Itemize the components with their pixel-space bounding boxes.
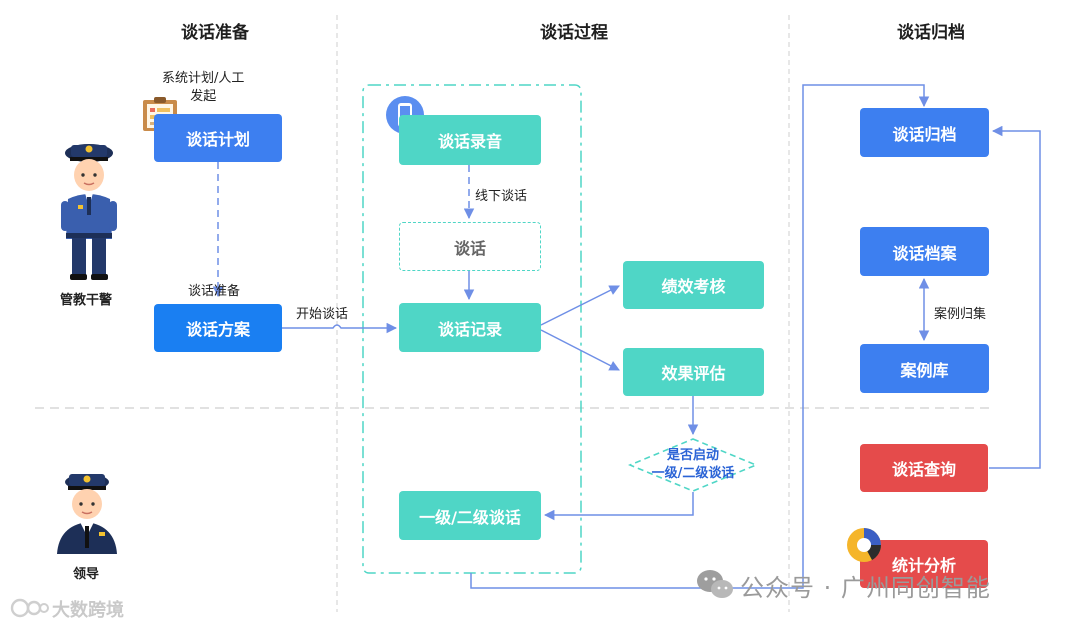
talk-recording-box[interactable]: 谈话录音 [399, 115, 541, 165]
role-leader-label: 领导 [73, 567, 100, 582]
decision-diamond [628, 438, 758, 492]
talk-box[interactable]: 谈话 [399, 222, 541, 271]
brand-logo-icon [10, 598, 49, 618]
level-talk-box[interactable]: 一级/二级谈话 [399, 491, 541, 540]
wechat-icon [697, 570, 733, 598]
leader-icon [57, 474, 117, 554]
officer-icon [61, 144, 117, 280]
offline-talk-label: 线下谈话 [475, 189, 528, 204]
talk-scheme-box[interactable]: 谈话方案 [154, 304, 282, 352]
watermark-left: 大数跨境 [52, 600, 124, 621]
prep-label: 谈话准备 [188, 284, 241, 299]
talk-archive-box[interactable]: 谈话归档 [860, 108, 989, 157]
statistics-analysis-box[interactable]: 统计分析 [860, 540, 988, 588]
talk-plan-box[interactable]: 谈话计划 [154, 114, 282, 162]
performance-review-box[interactable]: 绩效考核 [623, 261, 764, 309]
talk-record-box[interactable]: 谈话记录 [399, 303, 541, 352]
column-title-prep: 谈话准备 [181, 23, 249, 43]
plan-source-note: 系统计划/人工 发起 [162, 71, 245, 104]
watermark-right: 公众号 · 广州同创智能 [740, 574, 991, 602]
role-officer-label: 管教干警 [60, 293, 113, 308]
case-collection-label: 案例归集 [934, 307, 987, 322]
talk-query-box[interactable]: 谈话查询 [860, 444, 988, 492]
case-library-box[interactable]: 案例库 [860, 344, 989, 393]
decision-text: 是否启动 一级/二级谈话 [651, 448, 735, 481]
column-title-archive: 谈话归档 [897, 23, 965, 43]
column-title-process: 谈话过程 [540, 23, 608, 43]
pie-chart-icon [847, 528, 881, 562]
talk-file-box[interactable]: 谈话档案 [860, 227, 989, 276]
effect-evaluation-box[interactable]: 效果评估 [623, 348, 764, 396]
start-talk-label: 开始谈话 [296, 307, 349, 322]
